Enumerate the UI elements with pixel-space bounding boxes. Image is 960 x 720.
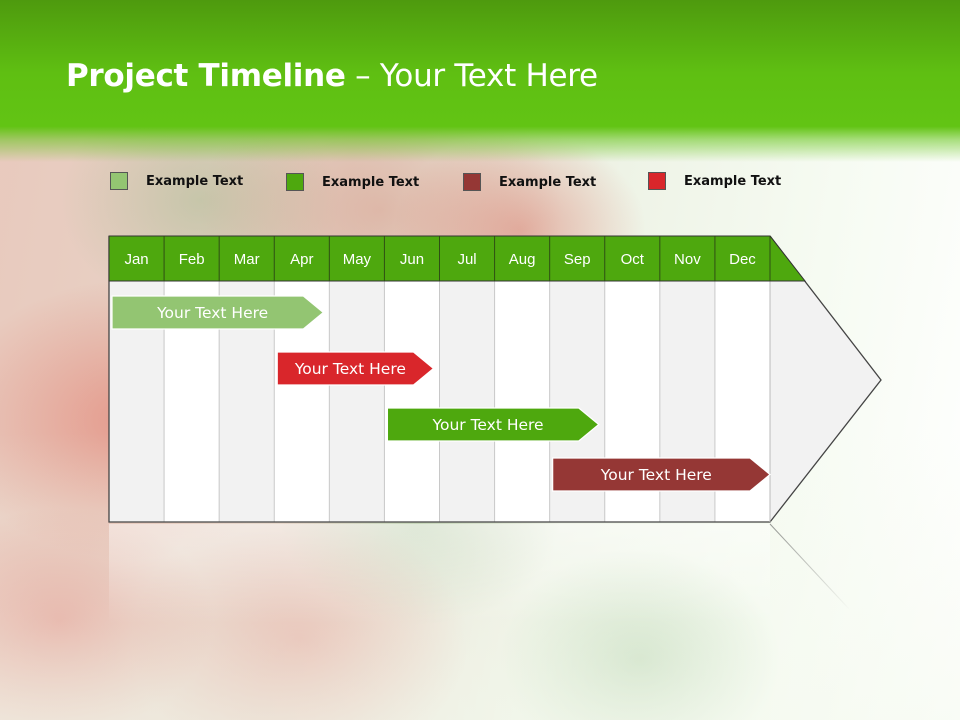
task-bar-4: Your Text Here [552,457,771,492]
timeline-header: Jan Feb Mar Apr May Jun Jul Aug Sep Oct Nov Dec [108,235,807,282]
legend-item-4: Example Text [648,170,781,192]
task-arrow-shape [111,295,325,330]
month-label-jul: Jul [457,251,476,268]
task-bar-label: Your Text Here [432,416,544,434]
task-bar-3: Your Text Here [386,407,600,442]
month-column-jun [384,281,440,522]
slide-title: Project Timeline – Your Text Here [66,58,598,94]
month-label-feb: Feb [179,251,205,268]
legend-label-1: Example Text [146,173,244,189]
legend-label-2: Example Text [322,174,420,190]
month-label-oct: Oct [621,251,645,268]
slide-title-bold: Project Timeline [66,58,346,94]
month-column-aug [494,281,550,522]
month-label-dec: Dec [729,251,756,268]
legend-item-1: Example Text [110,170,243,192]
task-bar-label: Your Text Here [294,360,406,378]
task-bar-2: Your Text Here [276,351,435,386]
task-bar-label: Your Text Here [156,304,268,322]
month-label-mar: Mar [234,251,260,268]
month-label-sep: Sep [564,251,591,268]
month-label-jan: Jan [124,251,148,268]
legend-label-3: Example Text [499,174,597,190]
month-label-nov: Nov [674,251,701,268]
month-label-may: May [343,251,372,268]
legend-label-4: Example Text [684,173,782,189]
month-column-jul [439,281,495,522]
legend-item-3: Example Text [463,171,596,193]
timeline-reflection-edge-diagonal [769,523,851,611]
title-band: Project Timeline – Your Text Here [0,0,960,162]
legend-swatch-3 [463,173,481,191]
month-label-aug: Aug [509,251,536,268]
month-label-apr: Apr [290,251,313,268]
month-label-jun: Jun [400,251,424,268]
task-bar-label: Your Text Here [600,466,712,484]
slide-title-rest: – Your Text Here [345,58,598,94]
task-arrow-shape [276,351,435,386]
task-arrow-shape [386,407,600,442]
timeline-reflection-panel [109,524,770,624]
legend-swatch-4 [648,172,666,190]
legend-item-2: Example Text [286,171,419,193]
task-arrow-shape [552,457,771,492]
task-bar-1: Your Text Here [111,295,325,330]
legend-swatch-1 [110,172,128,190]
legend-swatch-2 [286,173,304,191]
month-column-may [329,281,385,522]
timeline-reflection [108,523,851,624]
